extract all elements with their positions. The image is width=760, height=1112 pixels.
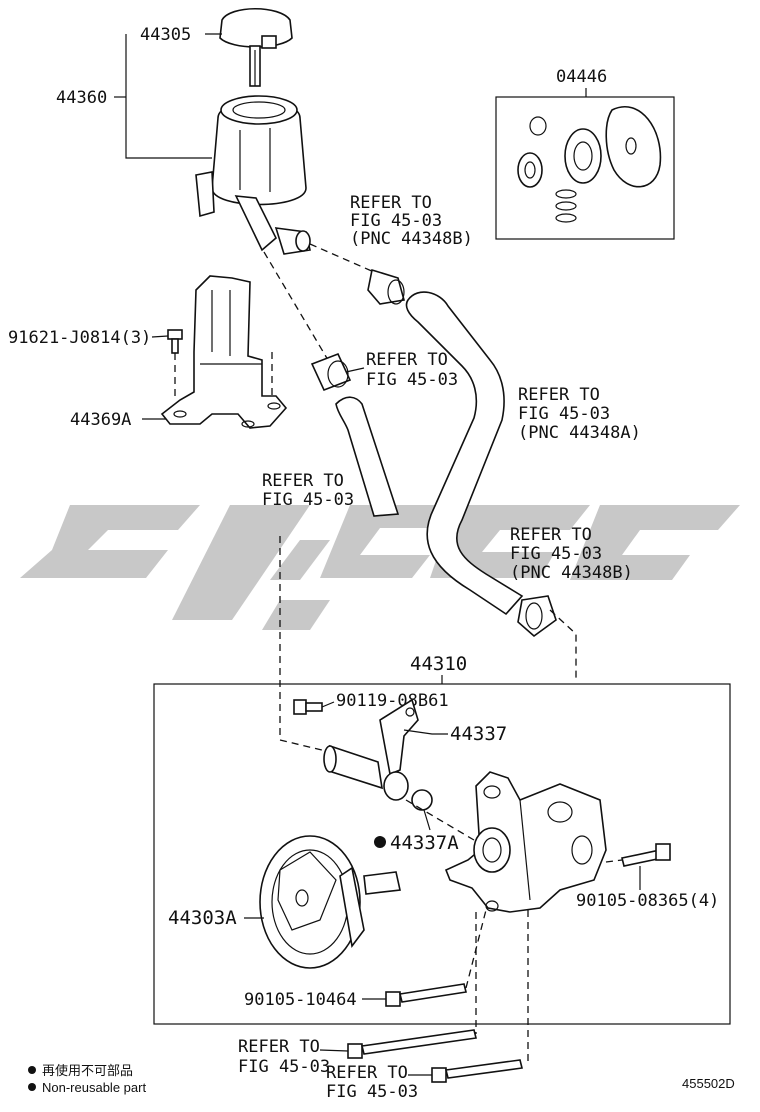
label-44337A: 44337A: [390, 832, 459, 854]
bolt-90119: [293, 699, 323, 715]
label-44310: 44310: [410, 653, 467, 675]
diagram-code: 455502D: [682, 1076, 735, 1091]
reservoir-cap: [219, 7, 293, 87]
o-ring: [411, 789, 433, 811]
label-04446: 04446: [556, 67, 607, 87]
gasket-kit: [517, 106, 662, 223]
legend-en: Non-reusable part: [42, 1080, 146, 1095]
legend-dot-en: [28, 1083, 36, 1091]
bolt-lower-1: [347, 1029, 477, 1059]
union-fitting: [323, 698, 419, 801]
refer-label-4: REFER TO FIG 45-03: [262, 471, 354, 510]
bracket: [160, 275, 288, 429]
reservoir: [195, 95, 311, 255]
bolt-90105-10464: [385, 983, 467, 1007]
label-44337: 44337: [450, 723, 507, 745]
label-44369A: 44369A: [70, 410, 131, 430]
label-91621: 91621-J0814(3): [8, 328, 151, 348]
hoses: [263, 243, 577, 753]
refer-label-7: REFER TO FIG 45-03: [326, 1063, 418, 1102]
kit-box: [495, 96, 675, 240]
refer-label-5: REFER TO FIG 45-03 (PNC 44348B): [510, 525, 633, 583]
label-44303A: 44303A: [168, 907, 237, 929]
legend-cn: 再使用不可部品: [42, 1063, 133, 1078]
label-44305: 44305: [140, 25, 191, 45]
pulley: [259, 835, 401, 969]
non-reusable-dot: [374, 836, 386, 848]
legend-dot-cn: [28, 1066, 36, 1074]
refer-label-3: REFER TO FIG 45-03 (PNC 44348A): [518, 385, 641, 443]
bolt-90105-08365: [621, 843, 671, 867]
bolt-91621: [167, 329, 183, 354]
bolt-lower-2: [431, 1059, 523, 1083]
pump-body: [444, 771, 607, 913]
label-90119: 90119-08B61: [336, 691, 449, 711]
refer-label-1: REFER TO FIG 45-03 (PNC 44348B): [350, 193, 473, 249]
label-44360: 44360: [56, 88, 107, 108]
pump-assembly-box: [153, 683, 731, 1025]
refer-label-2: REFER TO FIG 45-03: [366, 350, 458, 390]
watermark-logo: [20, 505, 740, 630]
refer-label-6: REFER TO FIG 45-03: [238, 1037, 330, 1077]
label-90105-10464: 90105-10464: [244, 990, 357, 1010]
label-90105-08365: 90105-08365(4): [576, 891, 719, 911]
